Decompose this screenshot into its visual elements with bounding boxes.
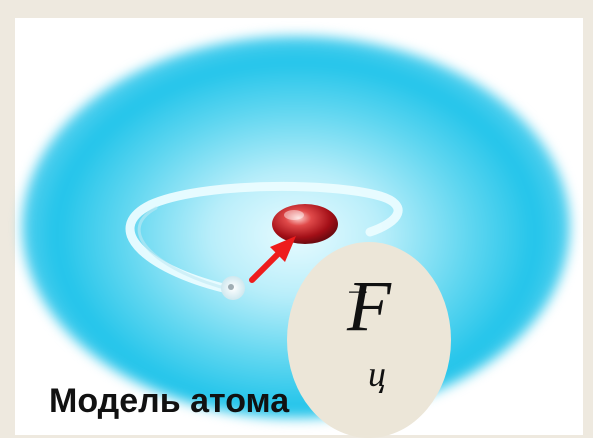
vector-arrow-icon: →	[343, 271, 373, 304]
diagram-caption: Модель атома	[49, 382, 290, 420]
force-subscript: ц	[368, 354, 386, 394]
nucleus-highlight	[284, 210, 304, 220]
nucleus-icon	[272, 204, 338, 244]
force-symbol: F	[347, 266, 391, 346]
force-arrow-icon	[249, 236, 296, 283]
electron-core	[228, 284, 234, 290]
force-label-bubble	[287, 242, 451, 438]
orbit-inner-shadow	[137, 206, 234, 292]
orbit-path-icon	[125, 181, 403, 295]
